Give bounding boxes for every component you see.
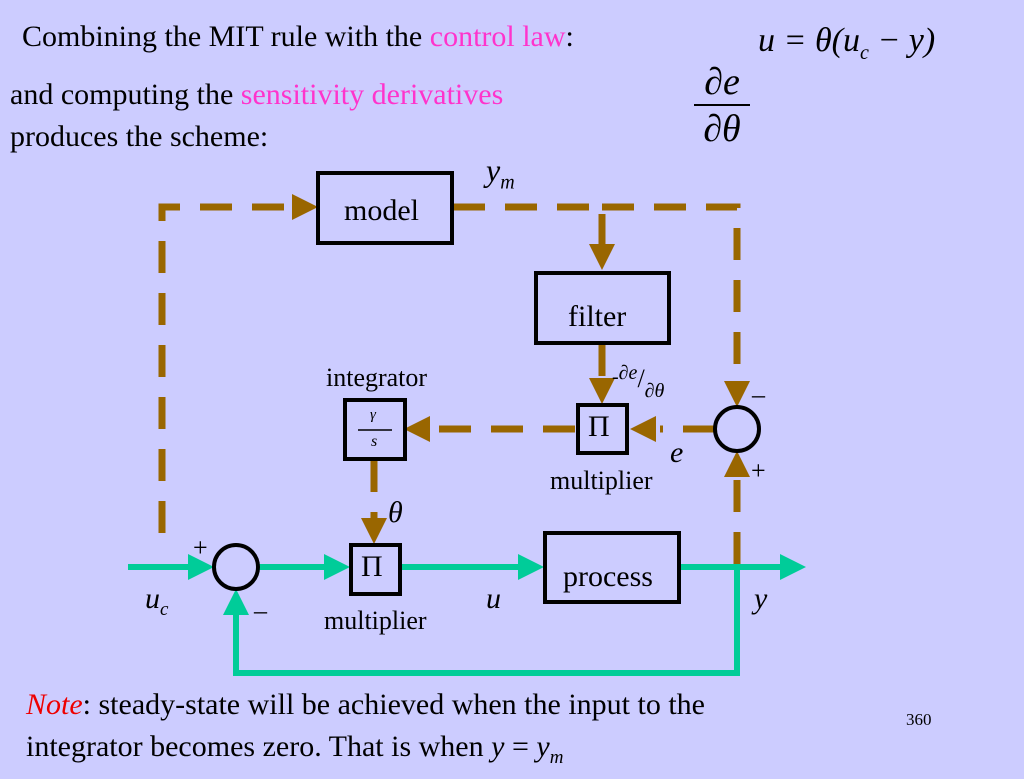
adaptation-paths [158, 203, 741, 568]
sensitivity-derivatives-highlight: sensitivity derivatives [240, 78, 504, 111]
deriv-slash: / [637, 364, 645, 393]
note-equals: = [504, 730, 537, 763]
control-law-highlight: control law [429, 20, 566, 53]
integrator-block [343, 398, 407, 461]
page-number: 360 [906, 710, 932, 729]
deriv-minus: - [612, 366, 619, 388]
signal-arrowheads [188, 554, 806, 615]
arrowhead-theta-to-multiplier [361, 518, 387, 544]
intro-line-2: and computing the sensitivity derivative… [10, 78, 503, 112]
arrowhead-to-sum-top [724, 381, 750, 407]
arrowhead-to-integrator [404, 416, 430, 442]
fraction-bar [694, 104, 750, 106]
diagram-blocks [212, 171, 761, 604]
arrowhead-feedback-to-sum [223, 589, 249, 615]
note-ym-sub: m [549, 747, 564, 768]
uc-label-sub: c [160, 599, 169, 620]
model-block [316, 171, 454, 245]
intro-line-1: Combining the MIT rule with the control … [22, 20, 574, 54]
note-line-1: Note: steady-state will be achieved when… [26, 684, 705, 726]
intro-line-1-text: Combining the MIT rule with the [22, 20, 430, 53]
filter-label: filter [568, 300, 627, 333]
eq-uc-sub: c [859, 41, 869, 64]
process-label: process [563, 560, 653, 593]
dashed-path-model-to-filter [453, 203, 606, 248]
fraction-numerator: ∂e [704, 61, 740, 103]
sum-left-plus-sign: + [193, 533, 208, 562]
arrowhead-to-multiplier [324, 554, 350, 580]
note-text-2: integrator becomes zero. That is when [26, 730, 492, 763]
sensitivity-fraction: ∂e ∂θ [690, 60, 754, 152]
ym-label-sub: m [500, 171, 515, 194]
multiplier-label-bottom: multiplier [324, 606, 427, 635]
ym-label: ym [486, 152, 515, 194]
multiplier-symbol-top: Π [588, 410, 610, 443]
signal-feedback [233, 567, 740, 676]
u-label: u [486, 582, 501, 615]
note-line-2: integrator becomes zero. That is when y … [26, 726, 705, 779]
dashed-path-uc-to-model [158, 203, 296, 533]
uc-label: uc [145, 582, 168, 621]
arrowhead-to-filter [589, 244, 615, 270]
process-block [543, 531, 681, 604]
summing-junction-right [713, 405, 761, 453]
multiplier-block-bottom [349, 543, 402, 596]
signal-paths [128, 564, 786, 676]
arrowhead-u-to-process [518, 554, 544, 580]
ym-label-y: y [486, 152, 501, 188]
multiplier-label-top: multiplier [550, 466, 653, 495]
deriv-numerator: ∂e [618, 362, 638, 384]
eq-uc: u [842, 22, 860, 59]
negative-sensitivity-label: -∂e/∂θ [612, 360, 664, 402]
arrowhead-y-to-sum [724, 451, 750, 477]
dashed-path-ym-to-sum [602, 203, 741, 382]
intro-line-3: produces the scheme: [10, 120, 269, 153]
sum-right-plus-sign: + [751, 456, 766, 485]
error-e-label: e [670, 436, 684, 469]
arrowhead-to-model [292, 194, 318, 220]
fraction-denominator: ∂θ [703, 108, 741, 150]
eq-equals-theta: = θ( [775, 22, 843, 59]
filter-block [534, 271, 671, 345]
intro-line-2-text: and computing the [10, 78, 241, 111]
theta-label: θ [388, 496, 403, 529]
arrowhead-e-to-multiplier [630, 416, 656, 442]
note-ym: y [536, 730, 550, 763]
multiplier-symbol-bottom: Π [361, 550, 383, 583]
uc-label-u: u [145, 582, 160, 615]
sum-right-minus-sign: – [752, 380, 765, 409]
multiplier-block-top [576, 403, 629, 455]
integrator-laplace-s: s [371, 433, 378, 450]
summing-junction-left [212, 543, 260, 591]
note-y: y [491, 730, 505, 763]
note-label: Note [26, 688, 83, 721]
deriv-denominator: ∂θ [644, 380, 665, 402]
model-label: model [344, 194, 419, 227]
note-text-1: : steady-state will be achieved when the… [82, 688, 705, 721]
eq-u: u [758, 22, 775, 59]
integrator-gain-gamma: γ [370, 407, 376, 423]
y-label: y [754, 582, 768, 615]
sum-left-minus-sign: – [254, 596, 267, 625]
integrator-label: integrator [326, 363, 428, 392]
arrowhead-uc-to-sum [188, 554, 214, 580]
eq-minus-y: − y) [868, 22, 936, 59]
arrowhead-y-out [780, 554, 806, 580]
steady-state-note: Note: steady-state will be achieved when… [26, 684, 705, 779]
adaptation-arrowheads [292, 194, 750, 544]
intro-line-1-colon: : [565, 20, 574, 53]
arrowhead-to-multiplier-top [589, 378, 615, 404]
control-law-equation: u = θ(uc − y) [758, 22, 935, 65]
